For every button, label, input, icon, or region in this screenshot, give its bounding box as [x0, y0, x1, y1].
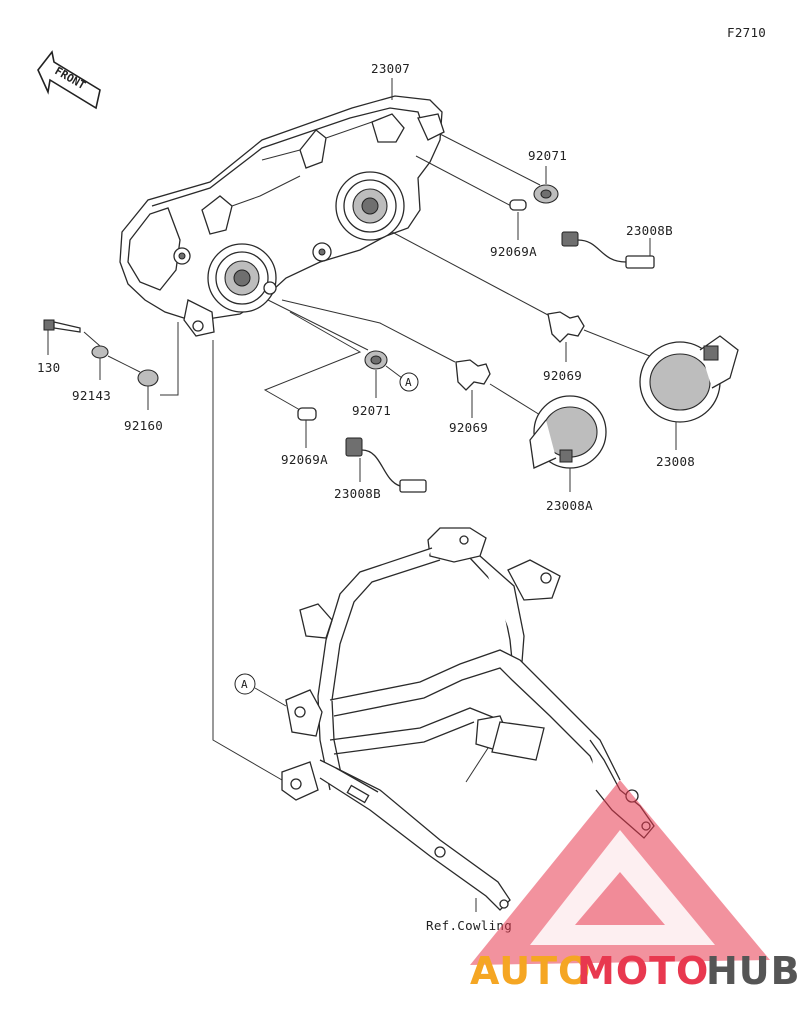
grommet-92160 [107, 355, 159, 410]
callout-a-top: A [385, 365, 419, 392]
bulb-cover-23008 [639, 335, 739, 450]
label-92071-mid: 92071 [352, 403, 391, 418]
label-23008B-mid: 23008B [334, 486, 381, 501]
watermark-moto: MOTO [577, 949, 709, 993]
bolt-130 [43, 319, 81, 355]
label-92071-top: 92071 [528, 148, 567, 163]
figure-code: F2710 [727, 25, 766, 40]
bulb-92069A-top [509, 199, 527, 240]
callout-a-top-label: A [405, 376, 412, 389]
label-92143: 92143 [72, 388, 111, 403]
grommet-92071-mid [364, 350, 388, 398]
cowling-stay-frame [281, 527, 655, 912]
label-23007: 23007 [371, 61, 410, 76]
socket-23008B-mid [345, 437, 427, 493]
watermark-auto: AUTO [470, 949, 591, 993]
label-92069-mid: 92069 [449, 420, 488, 435]
front-arrow-icon: FRONT [37, 50, 101, 110]
callout-a-bottom-label: A [241, 678, 248, 691]
grommet-92071-top [533, 166, 559, 204]
label-23008B-top: 23008B [626, 223, 673, 238]
bulb-92069-right [547, 311, 691, 373]
watermark-hub: HUB [706, 949, 800, 993]
callout-a-bottom: A [234, 673, 287, 707]
headlight-housing [119, 95, 445, 337]
label-92069-right: 92069 [543, 368, 582, 383]
label-92160: 92160 [124, 418, 163, 433]
label-130: 130 [37, 360, 60, 375]
bulb-92069A-mid [297, 407, 317, 448]
collar-92143 [83, 331, 109, 380]
leader-lines [160, 78, 549, 781]
label-92069A-top: 92069A [490, 244, 537, 259]
socket-23008B-top [561, 231, 655, 269]
watermark-logo: AUTO MOTO HUB [470, 780, 800, 993]
bulb-92069-mid [455, 359, 546, 419]
label-23008: 23008 [656, 454, 695, 469]
label-ref-cowling: Ref.Cowling [426, 918, 512, 933]
label-23008A: 23008A [546, 498, 593, 513]
label-92069A-mid: 92069A [281, 452, 328, 467]
bulb-cover-23008A [529, 395, 607, 492]
